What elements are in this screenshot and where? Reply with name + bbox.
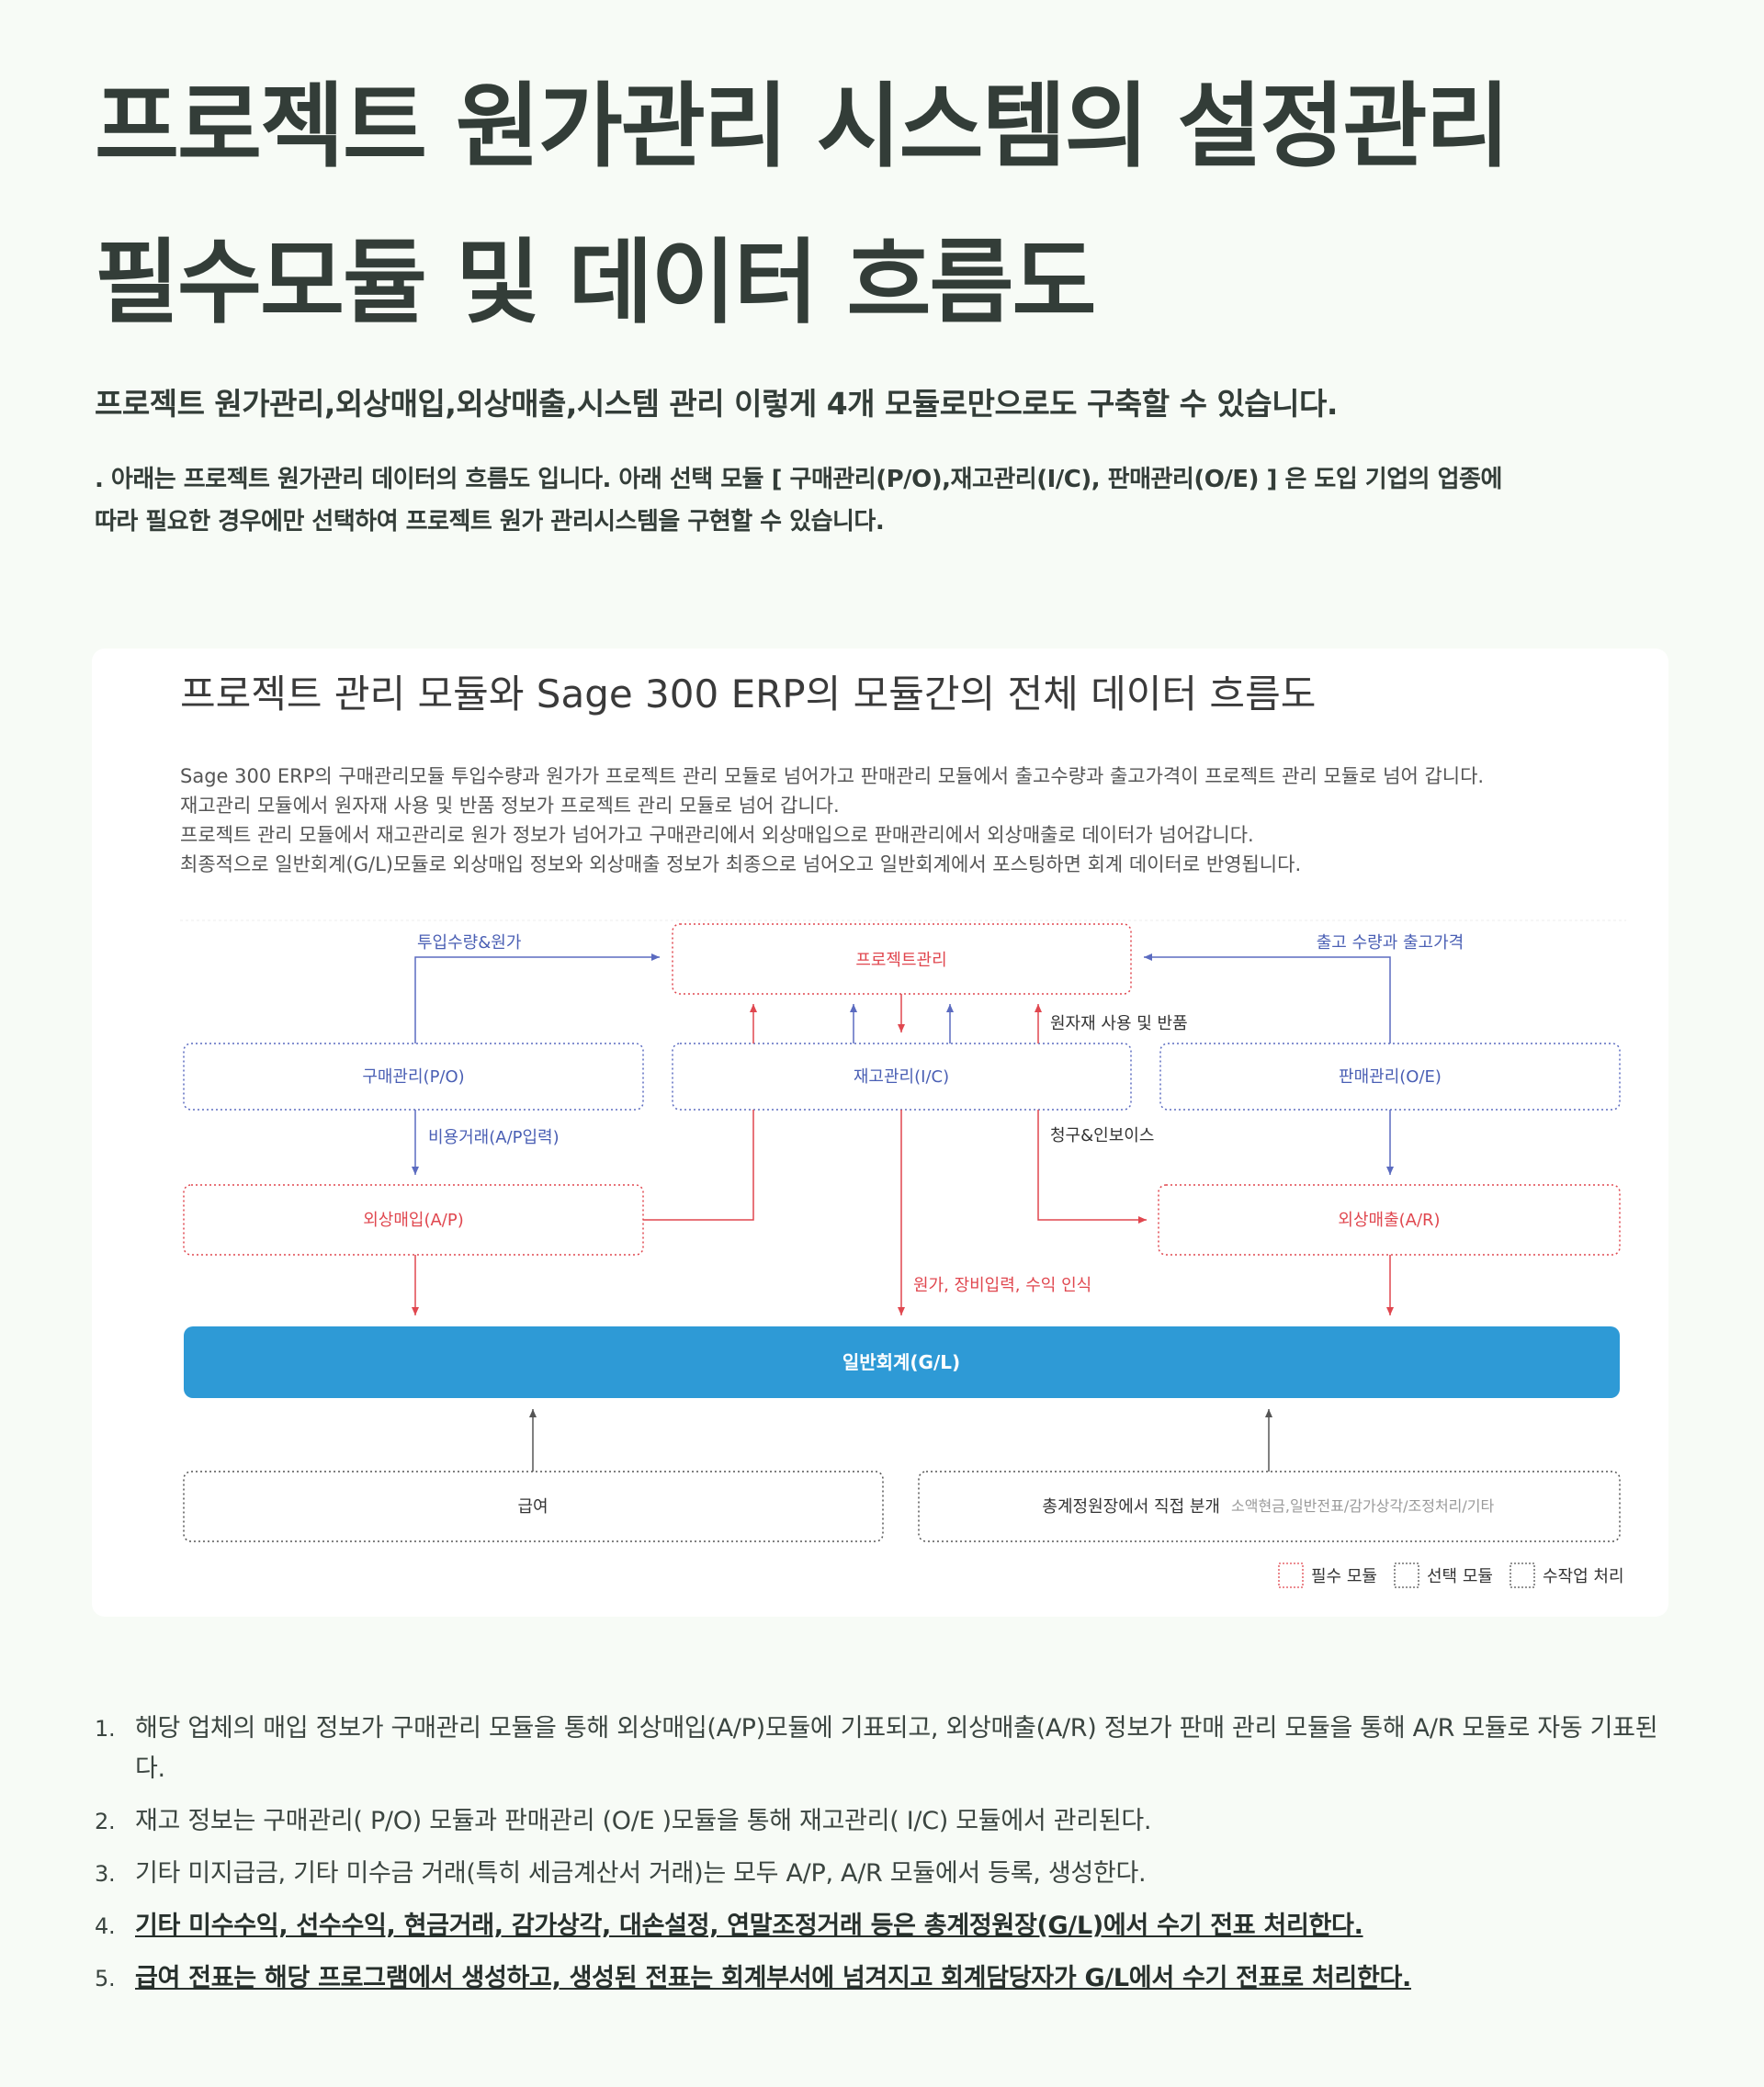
edge-expense-label: 비용거래(A/P입력) <box>428 1128 560 1147</box>
note-text: 기타 미수수익, 선수수익, 현금거래, 감가상각, 대손설정, 연말조정거래 … <box>135 1912 1363 1940</box>
diagram-title: 프로젝트 관리 모듈와 Sage 300 ERP의 모듈간의 전체 데이터 흐름… <box>180 671 1316 716</box>
diagram-desc-1: Sage 300 ERP의 구매관리모듈 투입수량과 원가가 프로젝트 관리 모… <box>180 765 1484 787</box>
node-gl <box>184 1326 1620 1398</box>
note-number: 3. <box>95 1861 116 1887</box>
edge-billing-label: 청구&인보이스 <box>1050 1126 1154 1145</box>
node-ap-label: 외상매입(A/P) <box>363 1211 464 1230</box>
edge-ship-label: 출고 수량과 출고가격 <box>1317 933 1464 953</box>
notes-list: 1. 해당 업체의 매입 정보가 구매관리 모듈을 통해 외상매입(A/P)모듈에… <box>95 1709 1669 2011</box>
edge-oe-project <box>1144 953 1391 1044</box>
diagram-desc-2: 재고관리 모듈에서 원자재 사용 및 반품 정보가 프로젝트 관리 모듈로 넘어… <box>180 795 840 817</box>
note-item: 5. 급여 전표는 해당 프로그램에서 생성하고, 생성된 전표는 회계부서에 넘… <box>95 1958 1669 1999</box>
edge-qty-cost-label: 투입수량&원가 <box>417 933 521 953</box>
node-po <box>183 1043 644 1111</box>
node-project <box>672 923 1132 995</box>
note-number: 4. <box>95 1913 116 1939</box>
node-gl-direct-label: 총계정원장에서 직접 분개 <box>1042 1497 1220 1517</box>
diagram-canvas: 프로젝트 관리 모듈와 Sage 300 ERP의 모듈간의 전체 데이터 흐름… <box>180 671 1626 1588</box>
diagram-desc-3: 프로젝트 관리 모듈에서 재고관리로 원가 정보가 넘어가고 구매관리에서 외상… <box>180 824 1254 846</box>
legend: 필수 모듈 선택 모듈 수작업 처리 <box>1278 1562 1624 1588</box>
intro-line-1: . 아래는 프로젝트 원가관리 데이터의 흐름도 입니다. 아래 선택 모듈 [… <box>95 466 1502 493</box>
legend-required-swatch <box>1278 1562 1304 1588</box>
note-text: 해당 업체의 매입 정보가 구매관리 모듈을 통해 외상매입(A/P)모듈에 기… <box>135 1714 1658 1783</box>
intro-line-2: 따라 필요한 경우에만 선택하여 프로젝트 원가 관리시스템을 구현할 수 있습… <box>95 508 885 536</box>
note-item: 1. 해당 업체의 매입 정보가 구매관리 모듈을 통해 외상매입(A/P)모듈에… <box>95 1709 1669 1789</box>
edge-cost-entry-label: 원가, 장비입력, 수익 인식 <box>913 1276 1091 1295</box>
node-po-label: 구매관리(P/O) <box>362 1067 464 1087</box>
note-number: 2. <box>95 1809 116 1834</box>
legend-optional-swatch <box>1394 1562 1419 1588</box>
note-item: 2. 재고 정보는 구매관리( P/O) 모듈과 판매관리 (O/E )모듈을 통… <box>95 1801 1669 1842</box>
node-project-label: 프로젝트관리 <box>855 951 946 970</box>
page-title-line-1: 프로젝트 원가관리 시스템의 설정관리 <box>95 73 1510 180</box>
node-gl-direct <box>918 1471 1621 1542</box>
edge-po-project <box>414 953 660 1044</box>
edge-material-return-label: 원자재 사용 및 반품 <box>1050 1014 1188 1033</box>
note-item: 4. 기타 미수수익, 선수수익, 현금거래, 감가상각, 대손설정, 연말조정거… <box>95 1906 1669 1946</box>
edge-ap-ic <box>643 1110 754 1221</box>
node-gl-label: 일반회계(G/L) <box>842 1351 960 1373</box>
node-gl-direct-note: 소액현금,일반전표/감가상각/조정처리/기타 <box>1231 1497 1494 1515</box>
data-flow-diagram: 프로젝트 관리 모듈와 Sage 300 ERP의 모듈간의 전체 데이터 흐름… <box>92 649 1668 1617</box>
node-ic-label: 재고관리(I/C) <box>854 1067 949 1087</box>
legend-manual-label: 수작업 처리 <box>1543 1567 1624 1586</box>
node-ar-label: 외상매출(A/R) <box>1338 1211 1440 1230</box>
intro-paragraph: . 아래는 프로젝트 원가관리 데이터의 흐름도 입니다. 아래 선택 모듈 [… <box>95 458 1669 543</box>
edge-ic-ar <box>1037 1110 1147 1224</box>
page-title-line-2: 필수모듈 및 데이터 흐름도 <box>95 229 1096 336</box>
page-subtitle: 프로젝트 원가관리,외상매입,외상매출,시스템 관리 이렇게 4개 모듈로만으로… <box>95 386 1338 422</box>
diagram-desc-4: 최종적으로 일반회계(G/L)모듈로 외상매입 정보와 외상매출 정보가 최종으… <box>180 853 1301 875</box>
legend-optional-label: 선택 모듈 <box>1427 1567 1493 1586</box>
note-number: 1. <box>95 1716 116 1742</box>
note-number: 5. <box>95 1966 116 1991</box>
note-text: 급여 전표는 해당 프로그램에서 생성하고, 생성된 전표는 회계부서에 넘겨지… <box>135 1964 1411 1992</box>
legend-required-label: 필수 모듈 <box>1311 1567 1377 1586</box>
note-text: 기타 미지급금, 기타 미수금 거래(특히 세금계산서 거래)는 모두 A/P,… <box>135 1859 1147 1888</box>
node-payroll-label: 급여 <box>517 1497 548 1517</box>
node-oe-label: 판매관리(O/E) <box>1339 1067 1442 1087</box>
note-item: 3. 기타 미지급금, 기타 미수금 거래(특히 세금계산서 거래)는 모두 A/… <box>95 1854 1669 1894</box>
note-text: 재고 정보는 구매관리( P/O) 모듈과 판매관리 (O/E )모듈을 통해 … <box>135 1807 1152 1835</box>
legend-manual-swatch <box>1510 1562 1535 1588</box>
